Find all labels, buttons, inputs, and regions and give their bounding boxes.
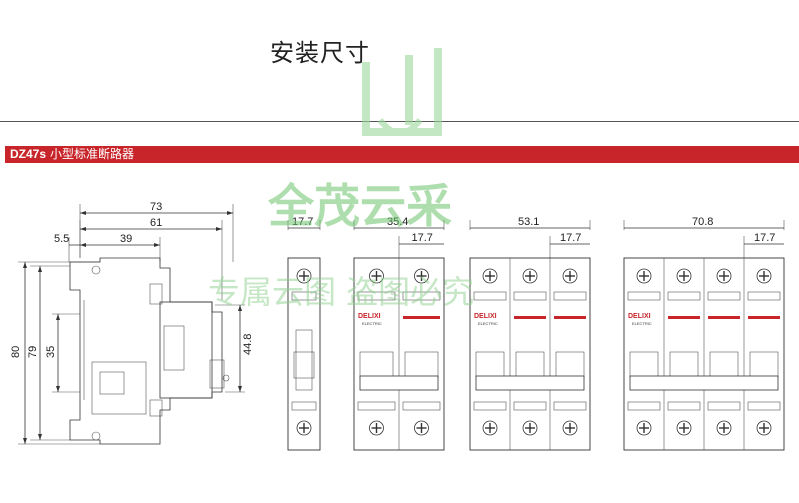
terminal-slot [707, 291, 741, 301]
toggle-handle [293, 351, 315, 379]
terminal-slot [473, 291, 507, 301]
banner-description: 小型标准断路器 [50, 147, 135, 161]
terminal-slot [553, 401, 587, 411]
breaker-1p: 17.7 [287, 216, 321, 451]
pole-stripe [708, 316, 740, 319]
toggle-housing [295, 329, 313, 391]
terminal-slot [513, 291, 547, 301]
dim-width-label: 53.1 [518, 216, 539, 228]
terminal-slot [357, 291, 396, 301]
pole-stripe [403, 316, 440, 319]
dim-offset: 5.5 [54, 233, 69, 245]
terminal-slot [553, 291, 587, 301]
terminal-slot [667, 401, 701, 411]
banner-model: DZ47s [10, 147, 47, 161]
terminal-slot [473, 401, 507, 411]
terminal-slot [291, 291, 317, 301]
dim-pole-width-label: 17.7 [412, 232, 433, 244]
brand-logo: DELIXI [358, 313, 381, 320]
brand-logo: DELIXI [628, 313, 651, 320]
terminal-slot [627, 401, 661, 411]
handle-tie-bar [359, 375, 439, 391]
terminal-slot [402, 401, 441, 411]
handle-tie-bar [629, 375, 779, 391]
pole-stripe [514, 316, 546, 319]
brand-logo: DELIXI [474, 313, 497, 320]
pole-stripe [748, 316, 780, 319]
terminal-slot [513, 401, 547, 411]
terminal-slot [747, 291, 781, 301]
terminal-slot [291, 401, 317, 411]
page-title: 安装尺寸 [270, 39, 370, 67]
brand-sub: ELECTRIC [632, 321, 652, 326]
terminal-slot [357, 401, 396, 411]
breaker-body [287, 257, 321, 451]
terminal-slot [747, 401, 781, 411]
dim-width-label: 35.4 [387, 216, 408, 228]
dim-width-label: 17.7 [292, 216, 313, 228]
terminal-slot [707, 401, 741, 411]
dim-width-39: 39 [120, 233, 132, 245]
dim-height-35: 35 [45, 346, 57, 358]
pole-stripe [668, 316, 700, 319]
handle-tie-bar [475, 375, 585, 391]
dim-pole-width-label: 17.7 [560, 232, 581, 244]
side-view: 73 61 39 5.5 80 79 35 44.8 [10, 201, 254, 445]
watermark [362, 48, 442, 136]
dim-overall-width: 73 [150, 201, 162, 213]
dim-width-label: 70.8 [692, 216, 713, 228]
terminal-slot [402, 291, 441, 301]
terminal-slot [667, 291, 701, 301]
title-divider [0, 121, 799, 122]
terminal-slot [627, 291, 661, 301]
dim-pole-width-label: 17.7 [754, 232, 775, 244]
brand-sub: ELECTRIC [362, 321, 382, 326]
dim-height-80: 80 [10, 346, 22, 358]
breaker-body [469, 257, 591, 451]
watermark-line: 专属云图 盗图必究 [208, 273, 474, 311]
dim-height-79: 79 [27, 346, 39, 358]
brand-sub: ELECTRIC [478, 321, 498, 326]
watermark-main: 全茂云采 [267, 179, 452, 233]
dim-height-44-8: 44.8 [242, 334, 254, 355]
dim-width-61: 61 [150, 217, 162, 229]
pole-stripe [554, 316, 586, 319]
